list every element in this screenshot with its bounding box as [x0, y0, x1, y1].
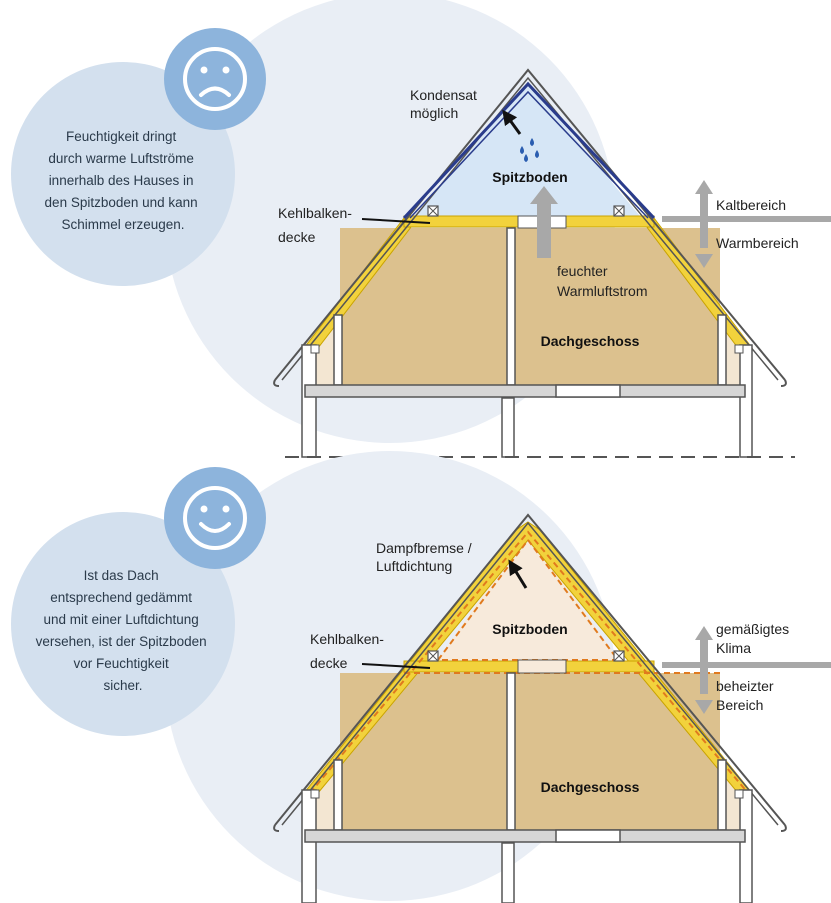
- bottom-ceiling-line: Kehlbalken-: [310, 631, 384, 647]
- bottom-bubble-line: sicher.: [103, 678, 142, 693]
- bottom-bubble-line: vor Feuchtigkeit: [73, 656, 169, 671]
- bottom-ceiling-line: decke: [310, 655, 348, 671]
- airflow-line: Warmluftstrom: [557, 283, 647, 299]
- bottom-text-bubble: [11, 512, 235, 736]
- barrier-label: Dampfbremse / Luftdichtung: [376, 540, 476, 574]
- bottom-ceiling-leader: [361, 663, 431, 669]
- zone-heated-line: beheizter: [716, 678, 774, 694]
- water-drops-icon: [520, 138, 539, 162]
- barrier-line: Dampfbremse /: [376, 540, 472, 556]
- zone-moderate-line: Klima: [716, 640, 751, 656]
- bottom-panel: Ist das Dach entsprechend gedämmt und mi…: [11, 451, 831, 903]
- zone-moderate-line: gemäßigtes: [716, 621, 789, 637]
- barrier-arrow: [508, 559, 528, 589]
- zone-heated-line: Bereich: [716, 697, 763, 713]
- bottom-floor-label: Dachgeschoss: [541, 779, 640, 795]
- top-bubble-line: innerhalb des Hauses in: [49, 173, 194, 188]
- top-bubble-line: Feuchtigkeit dringt: [66, 129, 177, 144]
- condensate-label: Kondensat möglich: [410, 87, 481, 121]
- zone-cold-label: Kaltbereich: [716, 197, 786, 213]
- top-bubble-text: Feuchtigkeit dringt durch warme Luftströ…: [45, 129, 202, 232]
- top-ceiling-leader: [361, 218, 431, 224]
- top-attic-fill: [415, 82, 640, 216]
- top-text-bubble: [11, 62, 235, 286]
- zone-heated-label: beheizter Bereich: [716, 678, 777, 713]
- top-ceiling-line: Kehlbalken-: [278, 205, 352, 221]
- top-room-fill: [340, 228, 720, 385]
- warm-airflow-arrow: [530, 186, 558, 258]
- top-attic-label: Spitzboden: [492, 169, 567, 185]
- bottom-ceiling-label: Kehlbalken- decke: [310, 631, 388, 671]
- bottom-room-fill: [340, 673, 720, 830]
- happy-face-icon: [164, 467, 266, 569]
- bottom-bubble-line: versehen, ist der Spitzboden: [36, 634, 207, 649]
- top-ceiling-line: decke: [278, 229, 316, 245]
- top-zone-divider: [662, 180, 831, 268]
- bottom-attic-label: Spitzboden: [492, 621, 567, 637]
- sad-face-icon: [164, 28, 266, 130]
- bottom-bubble-line: und mit einer Luftdichtung: [43, 612, 198, 627]
- bottom-house: [273, 513, 787, 903]
- top-bubble-line: den Spitzboden und kann: [45, 195, 198, 210]
- bottom-attic-fill: [438, 530, 618, 660]
- top-bubble-line: Schimmel erzeugen.: [61, 217, 184, 232]
- bottom-bubble-text: Ist das Dach entsprechend gedämmt und mi…: [36, 568, 211, 693]
- barrier-line: Luftdichtung: [376, 558, 452, 574]
- top-panel: Feuchtigkeit dringt durch warme Luftströ…: [11, 0, 831, 458]
- top-bubble-line: durch warme Luftströme: [48, 151, 194, 166]
- bottom-bubble-line: Ist das Dach: [84, 568, 159, 583]
- condensate-line: möglich: [410, 105, 458, 121]
- zone-moderate-label: gemäßigtes Klima: [716, 621, 793, 656]
- top-ceiling-label: Kehlbalken- decke: [278, 205, 356, 245]
- condensate-arrow: [502, 109, 522, 135]
- condensate-line: Kondensat: [410, 87, 477, 103]
- bottom-bubble-line: entsprechend gedämmt: [50, 590, 192, 605]
- bottom-zone-divider: [662, 626, 831, 714]
- airflow-line: feuchter: [557, 263, 608, 279]
- zone-warm-label: Warmbereich: [716, 235, 799, 251]
- top-floor-label: Dachgeschoss: [541, 333, 640, 349]
- airflow-label: feuchter Warmluftstrom: [557, 263, 647, 299]
